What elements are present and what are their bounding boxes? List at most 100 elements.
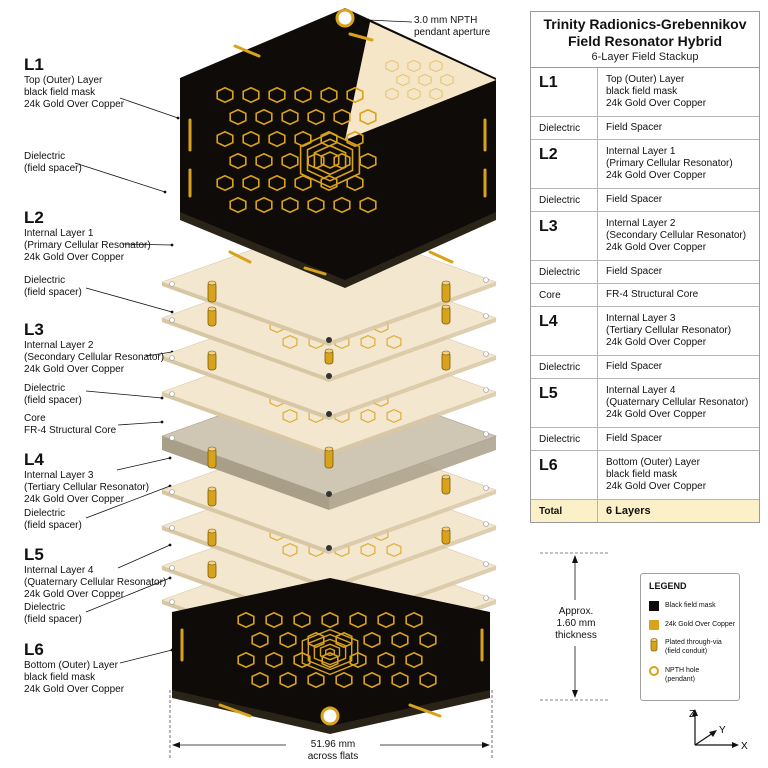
label-l6-line: black field mask [24,672,96,683]
cutaway-hex-trace [407,87,421,101]
l1-hex-trace [242,86,260,104]
thk-arrow-bottom [572,690,578,698]
plate-hole [483,485,489,491]
label-l5-line: (Quaternary Cellular Resonator) [24,577,167,588]
table-title-line1: Trinity Radionics-Grebennikov [543,16,747,32]
plate-edge-left [162,318,329,382]
l1-hex-trace [242,130,260,148]
pendant-aperture-callout: 3.0 mm NPTH pendant aperture [414,15,491,38]
leader-tip [170,243,174,247]
plate-edge-right [329,490,496,554]
table-row-desc-line: Field Spacer [606,361,663,372]
l1-hex-trace [359,196,377,214]
plate-hole [483,351,489,357]
plated-via [441,526,451,545]
l1-hex-trace [333,108,351,126]
cellular-hex-trace [282,334,298,350]
table-row-desc-line: Top (Outer) Layer [606,74,685,85]
table-row-desc: FR-4 Structural Core [598,284,759,306]
plate-edge-right [329,392,496,456]
plate-hole [483,431,489,437]
l1-hex-trace [346,130,364,148]
table-row-desc-line: Field Spacer [606,433,663,444]
plate-hole [326,491,332,497]
stackup-table: Trinity Radionics-Grebennikov Field Reso… [530,11,760,523]
l6-center-resonator [307,633,353,671]
total-label: Total [531,500,598,522]
label-d1-line: Dielectric [24,151,66,162]
l6-hex-trace [293,651,311,669]
plated-via [207,280,217,303]
leader-tip [176,116,180,120]
l1-hex-trace [216,174,234,192]
label-l3-line: 24k Gold Over Copper [24,364,125,375]
cutaway-hex-trace [440,73,454,87]
plate-edge-left [162,392,329,456]
plate-hole [326,411,332,417]
leader-tip [170,310,174,314]
label-d5: Dielectric(field spacer) [24,602,82,626]
width-label: 51.96 mm across flats [307,739,359,762]
plate-edge-left [162,282,329,346]
l1-hex-trace [294,174,312,192]
label-d2: Dielectric(field spacer) [24,275,82,299]
l1-hex-trace [242,174,260,192]
cellular-hex-trace [386,542,402,558]
l6-hex-trace [335,671,353,689]
l6-hex-trace [251,671,269,689]
l6-hex-trace [251,631,269,649]
label-l1-line: Top (Outer) Layer [24,75,103,86]
cutaway-hex-trace [385,87,399,101]
table-row-desc-line: Internal Layer 2 [606,218,676,229]
table-header: Trinity Radionics-Grebennikov Field Reso… [531,12,759,68]
l1-hex-trace [216,130,234,148]
label-d1: Dielectric(field spacer) [24,151,82,175]
label-d5-line: Dielectric [24,602,66,613]
table-row-name: Dielectric [531,261,598,283]
cellular-hex-trace [282,542,298,558]
via-cap [207,350,217,356]
plate-hole [169,355,175,361]
table-row-desc-line: (Tertiary Cellular Resonator) [606,325,732,336]
plate-hole [483,521,489,527]
via-cap [207,446,217,452]
perimeter-trace [303,266,327,276]
l6-hex-trace [265,651,283,669]
label-d3-line: (field spacer) [24,395,82,406]
plate-edge-left [162,436,329,510]
l6-hex-trace [419,671,437,689]
plated-via [441,350,451,371]
l1-hex-trace [255,108,273,126]
label-l4-line: 24k Gold Over Copper [24,494,125,505]
leader-line [85,390,163,399]
via-cap [441,280,451,286]
label-l1-line: black field mask [24,87,96,98]
l1-hex-trace [320,86,338,104]
l6-hex-trace [419,631,437,649]
table-row-desc-line: Field Spacer [606,194,663,205]
plate-edge-right [329,526,496,590]
dielectric-sheet-1 [161,221,497,346]
l6-hex-trace [391,631,409,649]
table-row-name: L2 [531,140,598,188]
cutaway-hex-trace [418,73,432,87]
perimeter-trace [228,250,252,264]
table-title-line2: Field Resonator Hybrid [567,33,723,49]
cutaway-hex-trace [429,59,443,73]
plate-hole [326,373,332,379]
cutaway-hex-trace [396,73,410,87]
plated-via [207,560,217,579]
legend-item-via: Plated through-via(field conduit) [649,638,722,656]
plate-hole [169,281,175,287]
plate-hole [169,599,175,605]
label-l2-line: 24k Gold Over Copper [24,252,125,263]
l1-hex-trace [346,86,364,104]
leader-line [74,162,166,193]
table-row-name: L4 [531,307,598,355]
perimeter-trace [348,32,374,42]
table-row-desc: Internal Layer 1(Primary Cellular Resona… [598,140,759,188]
label-d3: Dielectric(field spacer) [24,383,82,407]
